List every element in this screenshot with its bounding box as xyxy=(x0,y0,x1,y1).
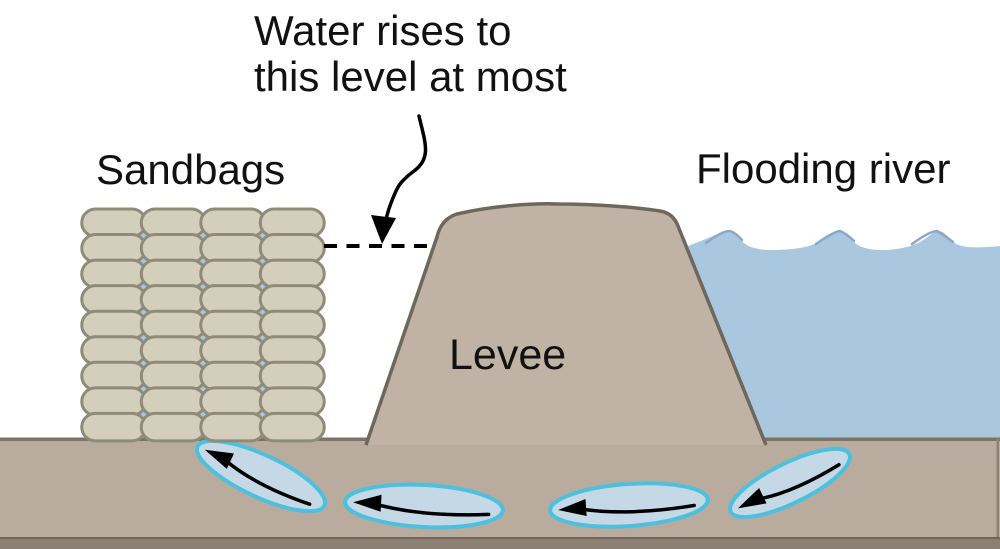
label-levee: Levee xyxy=(449,331,567,379)
label-flooding-river: Flooding river xyxy=(696,145,951,192)
seepage-arrowhead xyxy=(558,499,587,516)
sandbag xyxy=(199,284,267,315)
sandbag xyxy=(139,309,207,341)
sandbag xyxy=(80,411,148,443)
sandbag xyxy=(199,386,267,417)
sandbag xyxy=(258,411,326,443)
caption-pointer-arrowhead xyxy=(371,215,396,244)
seepage-channel-4 xyxy=(728,446,852,520)
sandbag xyxy=(139,386,207,417)
sandbag xyxy=(80,207,148,238)
wave-crest-shadow xyxy=(910,229,955,246)
sandbag xyxy=(258,258,326,290)
sandbag xyxy=(258,360,326,392)
sandbag xyxy=(199,233,267,264)
sandbag xyxy=(199,360,267,392)
seepage-channel-3 xyxy=(548,481,710,529)
sandbag xyxy=(80,258,148,290)
sandbag-stack xyxy=(80,207,326,443)
sandbag xyxy=(80,284,148,315)
levee-embankment xyxy=(364,202,768,446)
sandbag xyxy=(199,207,267,238)
sandbag xyxy=(199,411,267,443)
sandbag xyxy=(139,207,207,238)
sandbag xyxy=(199,309,267,341)
seepage-blob xyxy=(548,481,710,529)
wave-crest-shadow xyxy=(814,229,856,246)
river-water xyxy=(688,230,1000,441)
sandbag xyxy=(80,335,148,366)
sandbag xyxy=(199,335,267,366)
bottom-strip xyxy=(0,539,1000,549)
sandbag xyxy=(258,309,326,341)
annotation-line-1: Water rises to xyxy=(254,7,512,54)
seepage-blob xyxy=(343,482,505,530)
sandbag xyxy=(139,411,207,443)
seepage-arrowhead xyxy=(353,494,382,512)
sandbag xyxy=(139,284,207,315)
sandbag xyxy=(199,258,267,290)
seepage-arrow-shaft xyxy=(758,462,841,501)
sandbag xyxy=(258,233,326,264)
sandbag xyxy=(258,335,326,366)
seepage-channel-1 xyxy=(194,438,328,514)
sandbag xyxy=(139,360,207,392)
caption-pointer-arrow xyxy=(383,114,428,227)
sandbag xyxy=(139,233,207,264)
seepage-arrow-shaft xyxy=(224,459,312,506)
seepage-arrowhead xyxy=(204,449,234,469)
sandbag xyxy=(139,335,207,366)
sandbag xyxy=(258,284,326,315)
annotation-line-2: this level at most xyxy=(254,53,567,100)
seepage-arrow-shaft xyxy=(580,503,696,514)
bottom-strip-edge xyxy=(0,537,1000,539)
wave-crest-shadow xyxy=(704,229,744,245)
sandbag xyxy=(258,207,326,238)
sandbag xyxy=(80,360,148,392)
annotation-max-water-level: Water rises to this level at most xyxy=(254,8,567,100)
seepage-arrowhead xyxy=(737,488,767,509)
sandbag xyxy=(139,258,207,290)
sandbag xyxy=(80,233,148,264)
sandbag xyxy=(80,309,148,341)
sandbag xyxy=(258,386,326,417)
label-sandbags: Sandbags xyxy=(96,146,286,193)
sandbag xyxy=(80,386,148,417)
seepage-channel-2 xyxy=(343,482,505,530)
seepage-arrow-shaft xyxy=(375,502,491,517)
ground-right-edge-line xyxy=(996,439,999,538)
